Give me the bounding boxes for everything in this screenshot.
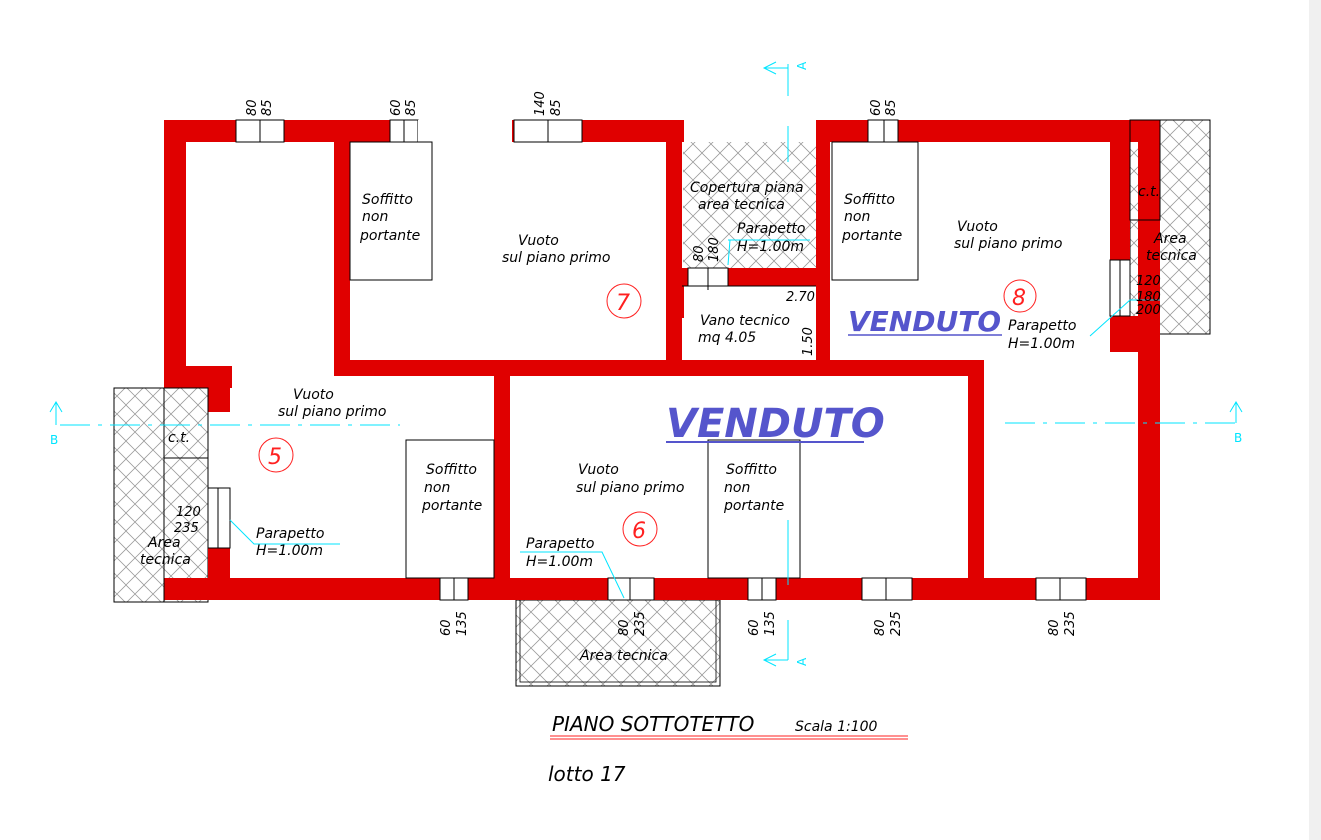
soffitto-1-l2: non xyxy=(362,209,388,225)
bottom-dim-5-b: 235 xyxy=(1063,611,1078,636)
parapetto-5-l1: Parapetto xyxy=(256,526,324,542)
bottom-dim-3-b: 135 xyxy=(763,611,778,636)
win-right-a: 120 xyxy=(1136,274,1161,289)
top-dim-4-b: 85 xyxy=(884,99,899,116)
bottom-dim-2-b: 235 xyxy=(633,611,648,636)
area-right-l2: tecnica xyxy=(1146,248,1197,264)
vertical-scrollbar[interactable] xyxy=(1309,0,1321,840)
vuoto-5-l1: Vuoto xyxy=(293,387,334,403)
bottom-dim-1-b: 135 xyxy=(455,611,470,636)
bottom-dim-2-a: 80 xyxy=(617,619,632,636)
copertura-area-tecnica xyxy=(683,122,817,268)
technical-areas xyxy=(113,119,1211,687)
win-right-c: 200 xyxy=(1136,303,1161,318)
soffitto-2-l2: non xyxy=(844,209,870,225)
vano-dim-w: 2.70 xyxy=(786,290,815,305)
section-b-right: B xyxy=(1234,431,1242,445)
copertura-l2: area tecnica xyxy=(698,197,785,213)
top-dim-3-b: 85 xyxy=(549,99,564,116)
parapetto-8-l1: Parapetto xyxy=(1008,318,1076,334)
top-dim-4-a: 60 xyxy=(869,99,884,116)
parapetto-5-l2: H=1.00m xyxy=(256,543,323,559)
bottom-dim-5-a: 80 xyxy=(1047,619,1062,636)
soffitto-4-l3: portante xyxy=(723,498,784,514)
vuoto-5-l2: sul piano primo xyxy=(278,404,387,420)
parapetto-8-l2: H=1.00m xyxy=(1008,336,1075,352)
venduto-stamp-6: VENDUTO xyxy=(666,401,885,447)
vuoto-6-l1: Vuoto xyxy=(578,462,619,478)
area-left-l1: Area xyxy=(147,535,181,551)
area-left-l2: tecnica xyxy=(140,552,191,568)
win-left-b: 235 xyxy=(174,521,199,536)
soffitto-4-l1: Soffitto xyxy=(726,462,777,478)
parapetto-7-l2: H=1.00m xyxy=(737,239,804,255)
vuoto-8-l2: sul piano primo xyxy=(954,236,1063,252)
top-dim-1-a: 80 xyxy=(245,99,260,116)
parapetto-7-l1: Parapetto xyxy=(737,221,805,237)
window-marks xyxy=(217,120,1121,600)
plan-scale: Scala 1:100 xyxy=(795,719,878,735)
bottom-dim-4-b: 235 xyxy=(889,611,904,636)
section-b-left: B xyxy=(50,433,58,447)
room-labels: Soffitto non portante Vuoto sul piano pr… xyxy=(140,180,1197,664)
ct-left: c.t. xyxy=(168,430,190,446)
soffitto-2-l1: Soffitto xyxy=(844,192,895,208)
room-numbers xyxy=(258,279,1037,547)
win-left-a: 120 xyxy=(176,505,201,520)
soffitto-1-l3: portante xyxy=(359,228,420,244)
soffitto-3-l1: Soffitto xyxy=(426,462,477,478)
vano-dim-h: 1.50 xyxy=(801,327,816,356)
bottom-dimensions: 60 135 80 235 60 135 80 235 80 235 xyxy=(439,611,1078,636)
top-dim-2-a: 60 xyxy=(389,99,404,116)
soffitto-4-l2: non xyxy=(724,480,750,496)
area-tecnica-left xyxy=(113,387,209,603)
copertura-l1: Copertura piana xyxy=(690,180,804,196)
area-tecnica-bottom xyxy=(515,599,721,687)
soffitto-1-l1: Soffitto xyxy=(362,192,413,208)
top-dim-3-a: 140 xyxy=(533,91,548,116)
plan-title: PIANO SOTTOTETTO xyxy=(552,712,754,736)
openings xyxy=(207,119,1158,601)
tech-dim-b: 180 xyxy=(707,237,722,262)
area-right-l1: Area xyxy=(1153,231,1187,247)
bottom-dim-4-a: 80 xyxy=(873,619,888,636)
section-lines xyxy=(49,61,1243,667)
vano-l1: Vano tecnico xyxy=(700,313,790,329)
top-dim-2-b: 85 xyxy=(404,99,419,116)
inner-lines xyxy=(163,119,1161,602)
vuoto-8-l1: Vuoto xyxy=(957,219,998,235)
room-number-5: 5 xyxy=(268,445,282,470)
lotto-label: lotto 17 xyxy=(548,762,626,786)
area-bottom: Area tecnica xyxy=(579,648,668,664)
section-a-top: A xyxy=(795,61,809,70)
tech-dim-a: 80 xyxy=(692,245,707,262)
win-right-b: 180 xyxy=(1136,290,1161,305)
top-dim-1-b: 85 xyxy=(260,99,275,116)
soffitto-2-l3: portante xyxy=(841,228,902,244)
vano-l2: mq 4.05 xyxy=(698,330,756,346)
venduto-stamp-8: VENDUTO xyxy=(848,305,1001,338)
soffitto-3-l3: portante xyxy=(421,498,482,514)
parapetto-6-l2: H=1.00m xyxy=(526,554,593,570)
room-number-6: 6 xyxy=(632,519,646,544)
vuoto-6-l2: sul piano primo xyxy=(576,480,685,496)
vuoto-7-l2: sul piano primo xyxy=(502,250,611,266)
soffitto-3-l2: non xyxy=(424,480,450,496)
bottom-dim-3-a: 60 xyxy=(747,619,762,636)
ct-right: c.t. xyxy=(1138,184,1160,200)
top-dimensions: 80 85 60 85 140 85 60 85 80 180 xyxy=(245,91,899,262)
room-number-8: 8 xyxy=(1012,286,1026,311)
bottom-dim-1-a: 60 xyxy=(439,619,454,636)
room-number-7: 7 xyxy=(616,291,630,316)
vuoto-7-l1: Vuoto xyxy=(518,233,559,249)
section-a-bottom: A xyxy=(795,657,809,666)
parapetto-6-l1: Parapetto xyxy=(526,536,594,552)
